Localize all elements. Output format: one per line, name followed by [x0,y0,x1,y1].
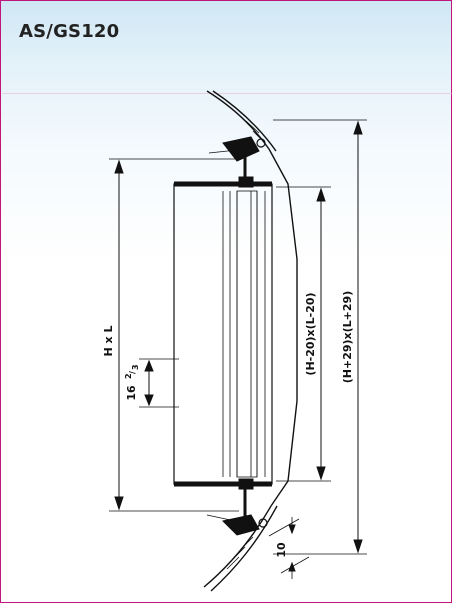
dim-outer [273,119,367,555]
product-title: AS/GS120 [19,21,120,42]
dim-inner-label: (H-20)x(L-20) [304,292,317,375]
header-band: AS/GS120 [1,1,453,97]
dim-depth [139,358,179,408]
dim-depth-label: 16 2 / 3 [124,364,140,400]
dim-inner [276,186,331,482]
dim-outer-label: (H+29)x(L+29) [341,291,354,383]
dim-depth-frac-num: 2 [124,373,133,379]
dim-clip [268,517,310,579]
top-fixing-clip [208,136,266,188]
dim-depth-frac-slash: / [128,371,137,374]
dim-overall [109,158,239,512]
grille-body [173,181,273,487]
dim-depth-frac-den: 3 [131,364,140,370]
bottom-fixing-clip [206,478,268,536]
dim-overall-label: H x L [102,326,115,357]
wall-surface [203,90,298,592]
dim-clip-label: 10 [275,542,288,558]
header-divider [2,93,452,94]
dim-depth-main: 16 [125,385,138,401]
